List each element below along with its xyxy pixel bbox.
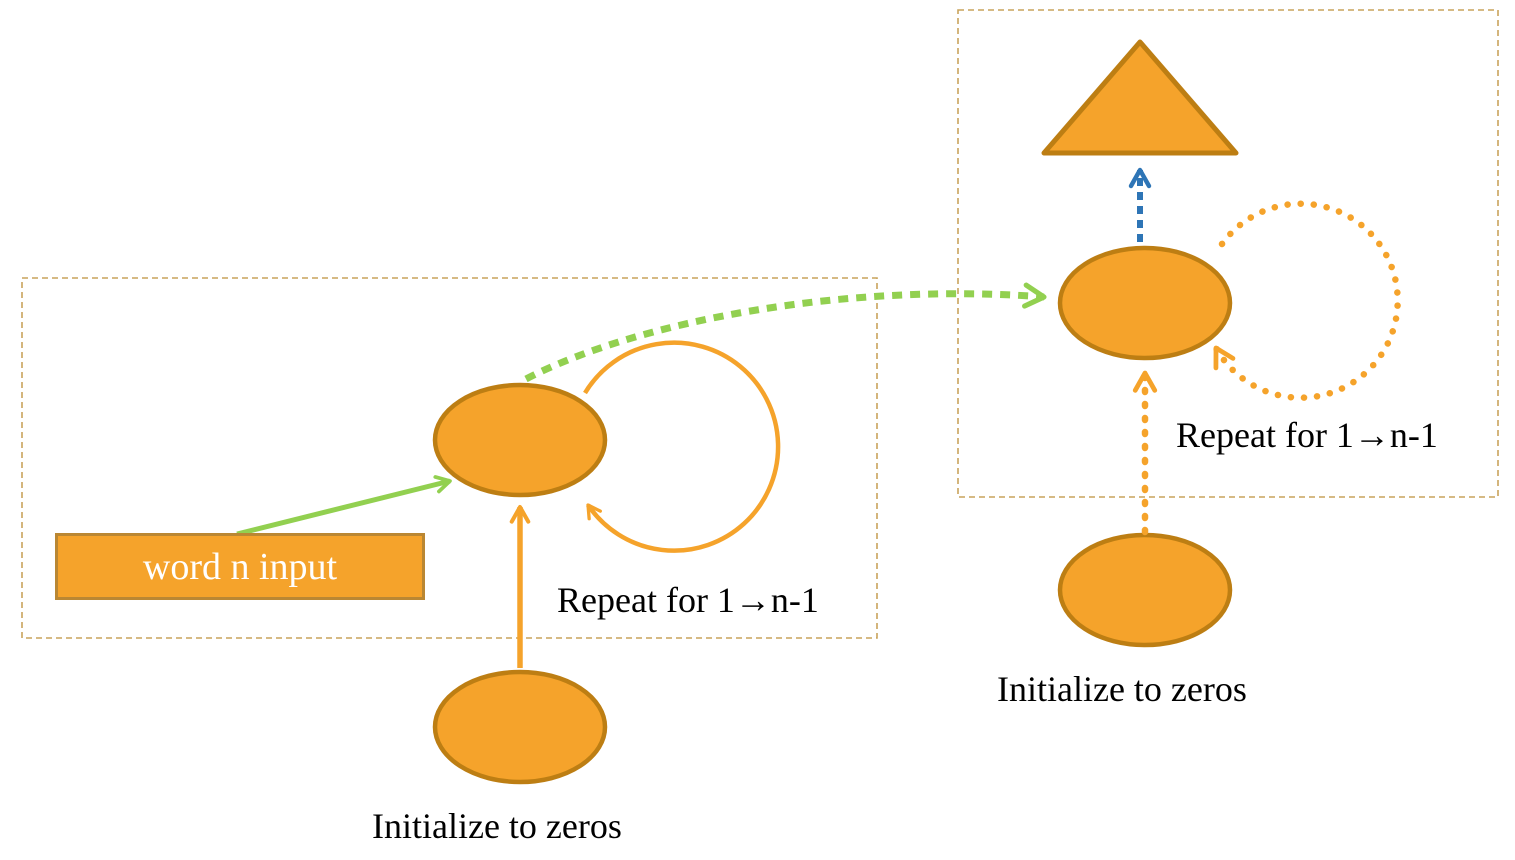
init-label-left: Initialize to zeros xyxy=(372,806,622,846)
output-node-triangle xyxy=(1041,39,1239,156)
init-state-node-right xyxy=(1057,532,1233,648)
repeat-label-right: Repeat for 1→n-1 xyxy=(1176,415,1438,455)
self-loop-arrow-right-dotted xyxy=(1212,200,1401,401)
hidden-state-node-right xyxy=(1057,245,1233,361)
input-arrow-green xyxy=(236,475,452,537)
word-input-label: word n input xyxy=(142,545,338,588)
init-label-right: Initialize to zeros xyxy=(997,669,1247,709)
right-loop-box xyxy=(957,9,1499,498)
state-transfer-arrow-green-dotted xyxy=(524,282,1047,383)
word-input-box: word n input xyxy=(55,533,425,600)
repeat-label-left: Repeat for 1→n-1 xyxy=(557,580,819,620)
hidden-state-node-left xyxy=(432,382,608,498)
self-loop-arrow-left xyxy=(583,340,781,553)
left-loop-box xyxy=(21,277,878,639)
init-state-node-left xyxy=(432,669,608,785)
